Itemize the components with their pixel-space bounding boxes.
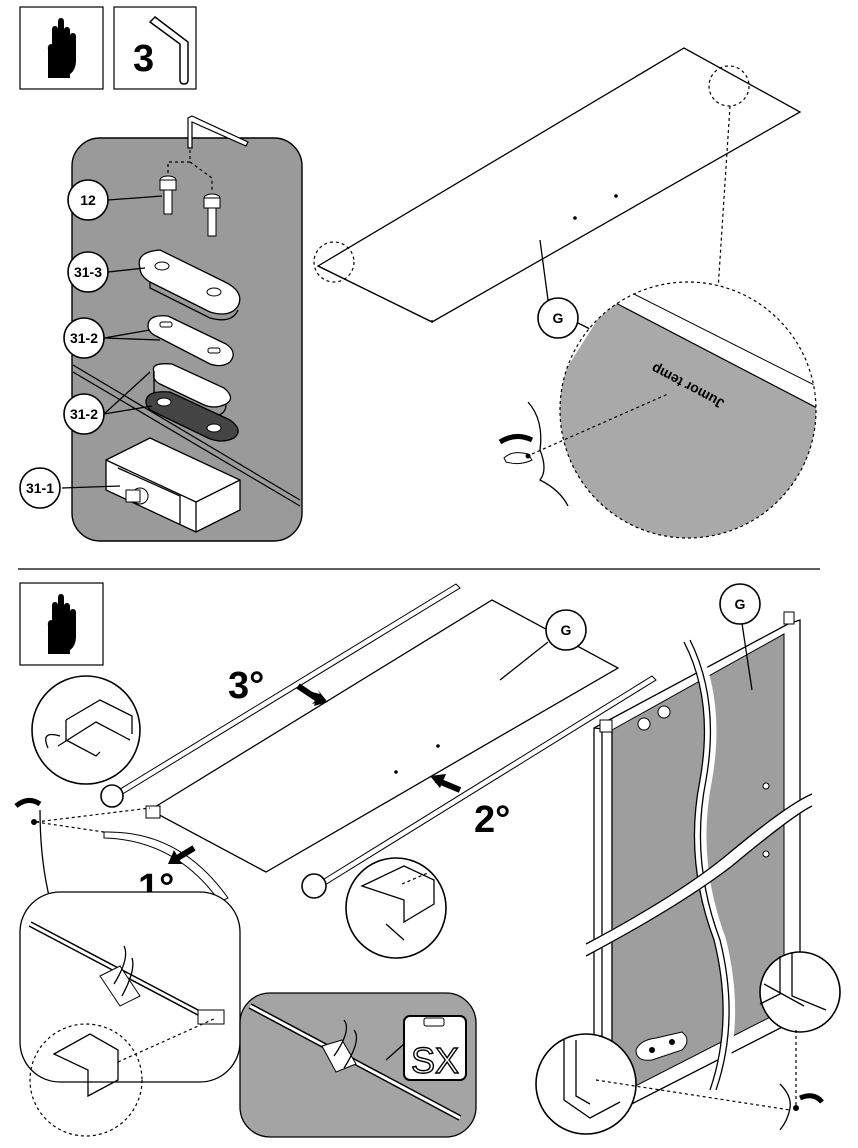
label-glass-flat: G bbox=[561, 622, 572, 638]
eye-icon bbox=[498, 401, 569, 507]
plate-base bbox=[145, 391, 239, 442]
allen-key bbox=[187, 115, 249, 149]
profile-closeup-long bbox=[19, 891, 241, 1083]
order-3: 3° bbox=[228, 665, 264, 707]
label-bracket: 31-1 bbox=[26, 480, 54, 496]
glass-marking-detail: Jumor temp bbox=[559, 281, 817, 539]
eye-icon-2 bbox=[14, 798, 51, 901]
profile-detail-top bbox=[31, 675, 141, 785]
side-code: SX bbox=[411, 1040, 459, 1081]
tool-count: 3 bbox=[133, 38, 154, 80]
allen-key-icon bbox=[113, 6, 197, 90]
hand-icon-2 bbox=[19, 582, 104, 666]
hand-icon bbox=[19, 6, 104, 90]
plate-cover bbox=[138, 249, 241, 321]
label-glass-top: G bbox=[553, 310, 564, 326]
wall-bracket bbox=[105, 437, 241, 533]
glass-panel-top bbox=[316, 47, 802, 324]
order-2: 2° bbox=[474, 799, 510, 841]
label-plate-mid: 31-2 bbox=[70, 330, 98, 346]
door-detail-left bbox=[535, 1033, 637, 1135]
glass-panel-flat bbox=[148, 599, 620, 873]
side-code-panel bbox=[239, 992, 477, 1138]
label-plate-low: 31-2 bbox=[70, 406, 98, 422]
label-screw: 12 bbox=[80, 192, 96, 208]
label-plate-top: 31-3 bbox=[74, 264, 102, 280]
screw-2 bbox=[203, 193, 221, 237]
profile-detail-right bbox=[345, 857, 447, 959]
plate-slotted bbox=[147, 315, 234, 367]
eye-icon-3 bbox=[779, 1083, 824, 1131]
door-detail-right bbox=[759, 951, 841, 1033]
screw-1 bbox=[159, 175, 177, 215]
label-glass-door: G bbox=[735, 596, 746, 612]
